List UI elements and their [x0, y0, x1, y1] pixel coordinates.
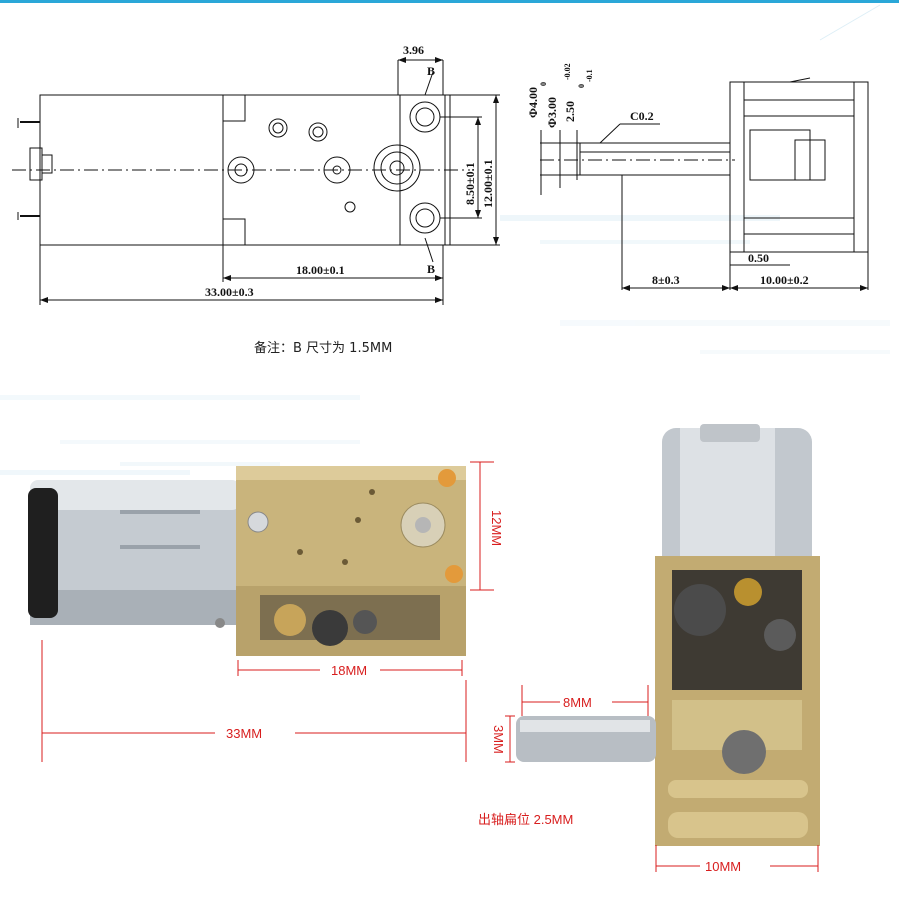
dim-phi-3-tol-lower: -0.02: [563, 63, 572, 80]
label-10mm: 10MM: [705, 859, 741, 874]
dim-2-50-tol-upper: 0: [577, 84, 586, 88]
drawing-front-arrows: [40, 57, 499, 303]
dim-2-50-tol-lower: -0.1: [585, 69, 594, 82]
dim-8-50: 8.50±0.1: [463, 162, 477, 205]
dim-2-50: 2.50: [563, 101, 577, 122]
label-flat-2-5mm: 出轴扁位 2.5MM: [478, 812, 573, 827]
motor-photo-left: [28, 466, 466, 656]
dim-12: 12.00±0.1: [481, 159, 495, 208]
dim-c0-2: C0.2: [630, 109, 654, 123]
label-12mm: 12MM: [489, 510, 504, 546]
dim-10: 10.00±0.2: [760, 273, 809, 287]
label-18mm: 18MM: [331, 663, 367, 678]
dim-phi-3: Φ3.00: [545, 97, 559, 128]
drawing-front-view: [12, 59, 500, 305]
dim-b-top: B: [427, 64, 435, 78]
motor-endcap: [28, 488, 58, 618]
dim-3-96: 3.96: [403, 43, 424, 57]
dim-33: 33.00±0.3: [205, 285, 254, 299]
drawing-side-view: [540, 77, 869, 290]
right-photo-dimensions: [505, 685, 819, 872]
drawing-side-arrows: [622, 285, 868, 291]
note-b-size: 备注：B 尺寸为 1.5MM: [254, 340, 392, 356]
left-photo-dimensions: [41, 461, 494, 762]
dim-8: 8±0.3: [652, 273, 680, 287]
dim-phi-3-tol-upper: 0: [539, 82, 548, 86]
motor-photo-right: [516, 424, 820, 846]
label-3mm: 3MM: [491, 725, 506, 754]
label-8mm: 8MM: [563, 695, 592, 710]
motor-can: [30, 480, 240, 625]
dim-18: 18.00±0.1: [296, 263, 345, 277]
background-streaks: [0, 4, 890, 475]
dim-0-50: 0.50: [748, 251, 769, 265]
dim-phi-4: Φ4.00: [526, 87, 540, 118]
label-33mm: 33MM: [226, 726, 262, 741]
dim-b-bottom: B: [427, 262, 435, 276]
top-accent-bar: [0, 0, 899, 3]
